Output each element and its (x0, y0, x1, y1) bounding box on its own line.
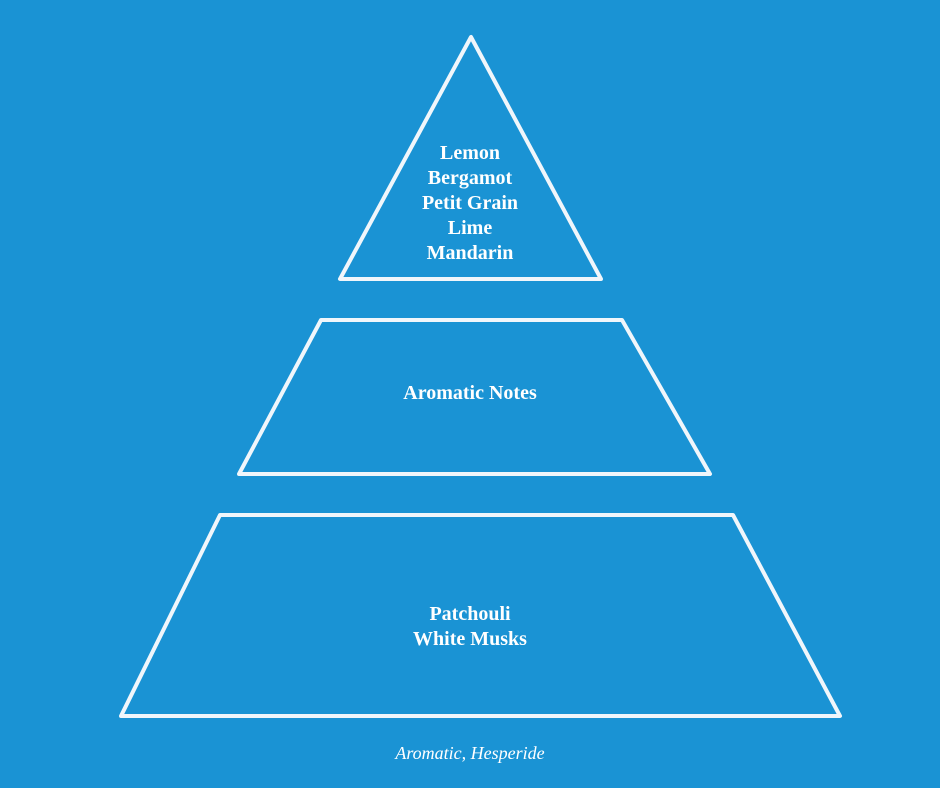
base-tier-notes: Patchouli White Musks (0, 602, 940, 652)
top-note-bergamot: Bergamot (427, 167, 513, 189)
base-note-patchouli: Patchouli (429, 603, 511, 625)
middle-tier-notes: Aromatic Notes (0, 381, 940, 406)
base-tier-trapezoid (119, 513, 842, 718)
middle-note-aromatic: Aromatic Notes (403, 382, 537, 404)
middle-tier-trapezoid (237, 318, 712, 476)
top-note-lemon: Lemon (440, 142, 500, 164)
top-note-petit-grain: Petit Grain (421, 192, 519, 214)
top-note-mandarin: Mandarin (426, 242, 514, 264)
top-tier-triangle (338, 35, 603, 281)
base-note-white-musks: White Musks (413, 628, 527, 650)
top-tier-notes: Lemon Bergamot Petit Grain Lime Mandarin (0, 141, 940, 266)
fragrance-family-caption: Aromatic, Hesperide (395, 743, 545, 763)
top-note-lime: Lime (447, 217, 493, 239)
